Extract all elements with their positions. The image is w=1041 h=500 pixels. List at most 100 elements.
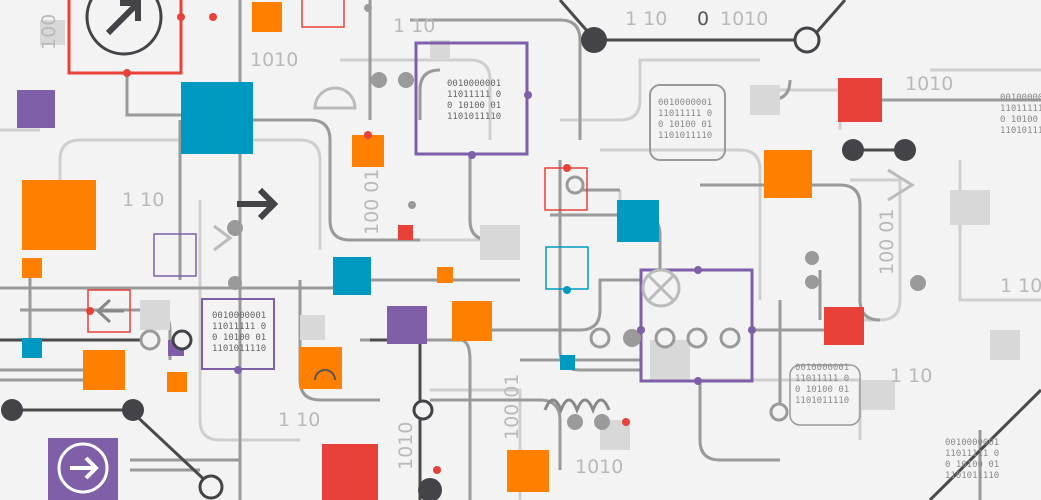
label-1-10: 1 10 [393,15,435,37]
gray-node [805,275,819,289]
binary-text-line: 0010000001 [447,79,501,89]
red-outline-box [301,0,345,28]
inductor-coil-icon [543,398,611,415]
junction-dot [364,131,372,139]
ring-node [139,329,161,351]
red-component [838,78,882,122]
arrow-right-icon [70,456,99,480]
label-1010: 1010 [720,8,768,30]
blue-component [333,257,371,295]
binary-text-line: 0 10100 01 [447,101,501,111]
chevron-right-icon [887,168,915,202]
arrow-right-icon [237,187,279,221]
binary-text-line: 0 10100 01 [945,460,999,470]
crossed-lines-icon [646,273,676,303]
gray-block [430,40,450,60]
gray-node [910,275,926,291]
ring-node [198,474,224,500]
junction-dot [694,377,702,385]
gray-block [480,225,520,260]
label-1-10: 1 10 [625,8,667,30]
gray-block [950,190,990,225]
gray-block [140,300,170,330]
arc-icon [314,369,336,381]
binary-text-line: 1101011110 [1000,126,1041,136]
orange-component [452,301,492,341]
red-component [322,444,378,500]
arrow-up-right-circle-icon [85,0,163,56]
label-1-10: 1 10 [278,409,320,431]
orange-component [83,350,125,390]
purple-outline-box [153,233,197,277]
binary-text-line: 1101011110 [658,131,712,141]
blue-outline-box [545,246,589,290]
ring-node [565,175,585,195]
gray-block [860,380,895,410]
binary-text-line: 0010000001 [212,311,266,321]
orange-component [252,2,282,32]
binary-text-line: 0 10100 01 [212,333,266,343]
dark-node [894,139,916,161]
blue-component [22,338,42,358]
gray-outline-box [649,84,726,161]
binary-text-line: 11011111 0 [945,449,999,459]
ring-node [171,329,193,351]
binary-text-line: 1101011110 [795,396,849,406]
ring-node [719,327,741,349]
label-100-01: 100 01 [876,209,898,275]
junction-dot [86,307,94,315]
label-100-01: 100 01 [501,374,523,440]
junction-dot [622,418,630,426]
gray-node [227,220,243,236]
junction-dot [694,266,702,274]
junction-dot [364,4,372,12]
gray-node [805,251,819,265]
junction-dot [433,466,441,474]
junction-dot [563,286,571,294]
binary-text-line: 11011111 0 [795,374,849,384]
orange-component [764,150,812,198]
junction-dot [637,326,645,334]
arrow-right-circle-icon [57,442,109,494]
gray-block [990,330,1020,360]
gray-node [594,414,610,430]
junction-dot [563,164,571,172]
arrow-left-icon [95,298,124,324]
gray-block [300,315,325,340]
label-1010: 1010 [575,456,623,478]
label-1-10: 1 10 [122,189,164,211]
gray-node [567,414,583,430]
binary-text-line: 0 10100 01 [795,385,849,395]
purple-component [17,90,55,128]
ring-node [793,26,821,54]
blue-component [560,355,575,370]
gray-block [750,85,780,115]
chevron-right-icon [213,224,233,252]
junction-dot [123,69,131,77]
orange-component [22,180,96,250]
gate-icon [313,86,357,110]
binary-text-line: 1101011110 [945,471,999,481]
gray-node [228,276,242,290]
binary-text-line: 1101011110 [212,344,266,354]
binary-text-line: 0010000001 [1000,93,1041,103]
ring-node [589,327,611,349]
dark-node [418,478,442,500]
label-100-01: 100 01 [361,169,383,235]
junction-dot [524,91,532,99]
orange-component [507,450,549,492]
dark-node [581,27,607,53]
ring-node [686,327,708,349]
red-outline-box [67,0,183,75]
orange-component [300,347,342,389]
binary-text-line: 0 10100 01 [1000,115,1041,125]
gray-block [40,20,65,45]
dark-node [1,399,23,421]
gray-outline-box [789,364,861,426]
blue-component [617,200,659,242]
junction-dot [209,13,217,21]
ring-node [769,402,789,422]
label-1010: 1010 [905,73,953,95]
gray-node [371,72,387,88]
label-1-10: 1 10 [890,365,932,387]
